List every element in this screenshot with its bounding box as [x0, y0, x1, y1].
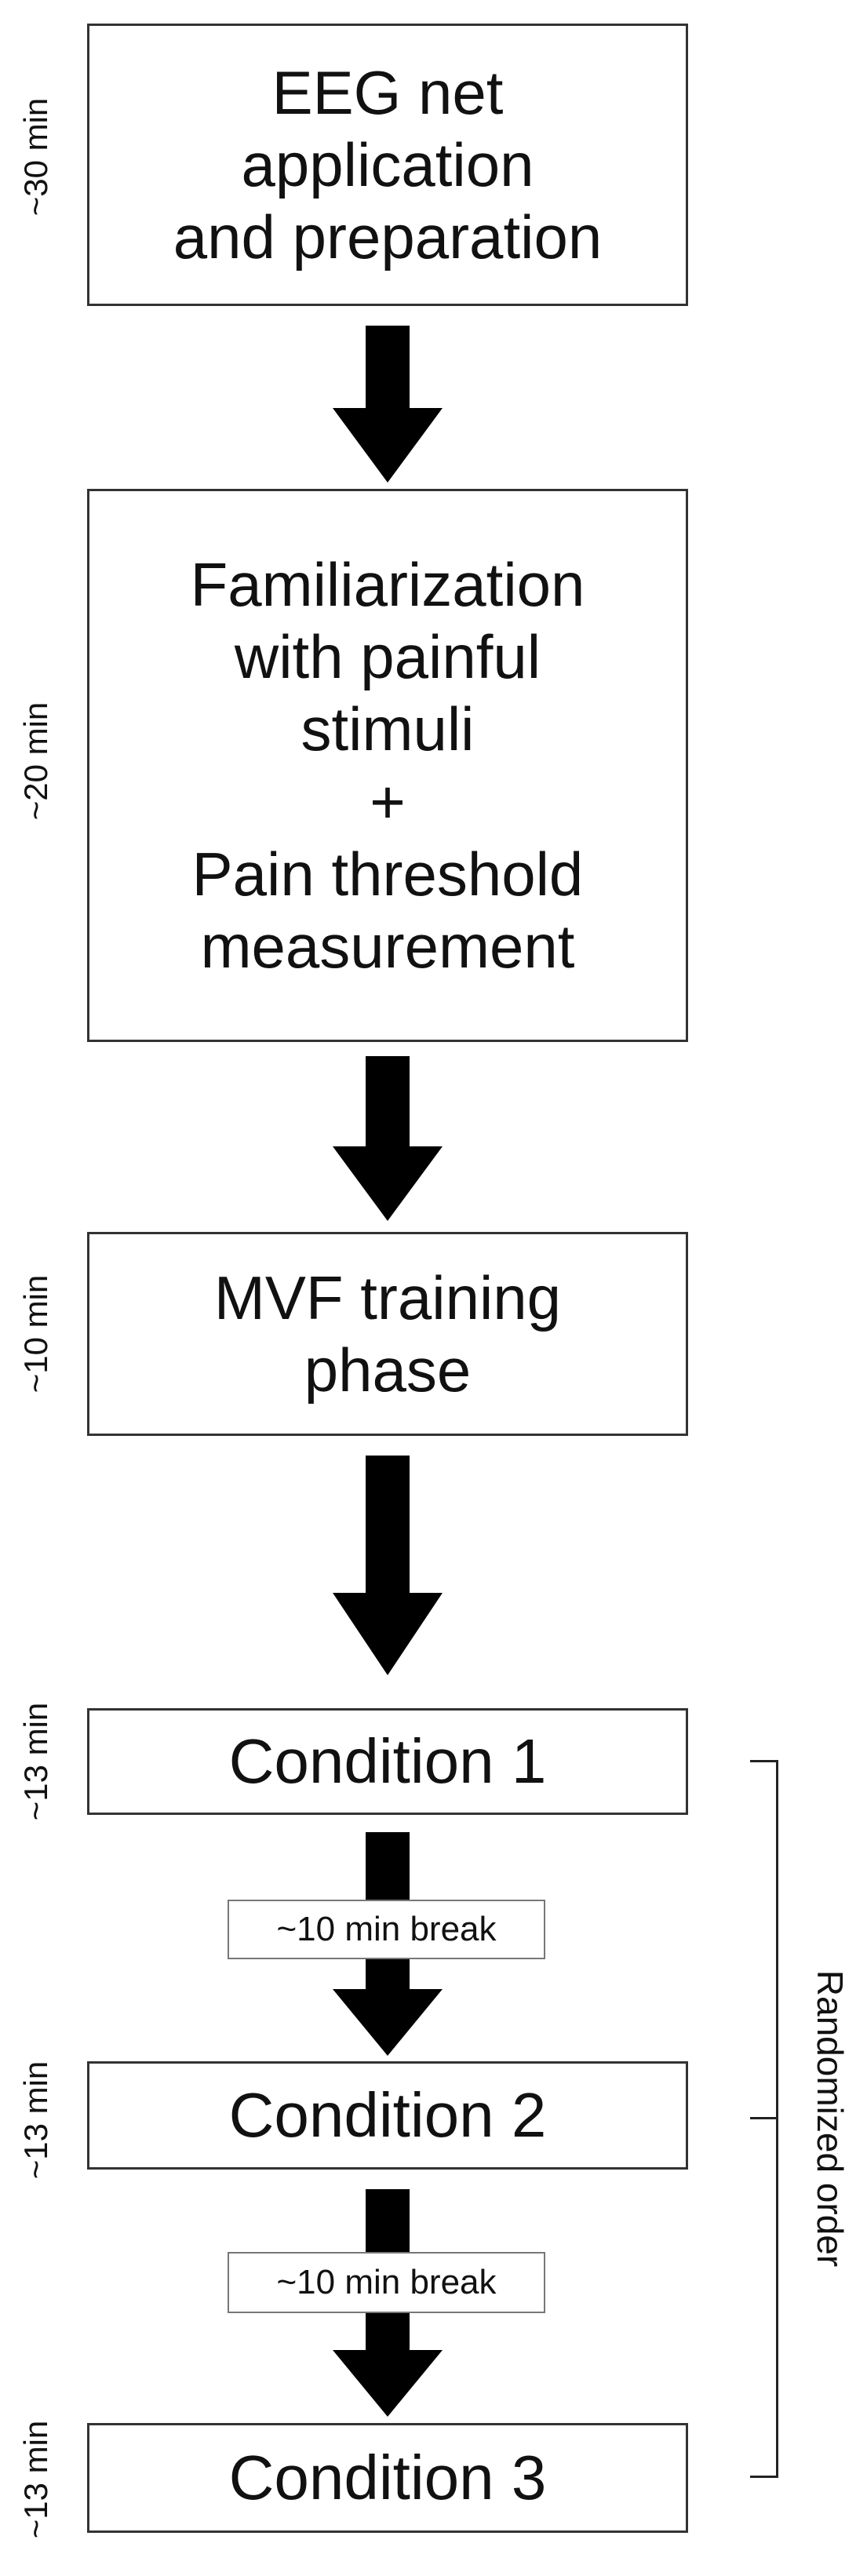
step-1-duration: ~30 min — [17, 97, 54, 217]
condition-2-duration: ~13 min — [17, 2060, 54, 2180]
step-3-label: MVF training phase — [213, 1262, 562, 1405]
randomized-order-label: Randomized order — [810, 1969, 851, 2268]
step-2-duration: ~20 min — [17, 701, 54, 821]
arrow-down-1 — [333, 326, 443, 483]
step-mvf-training-box: MVF training phase — [87, 1232, 688, 1436]
condition-3-label: Condition 3 — [228, 2442, 547, 2512]
bracket-mid-tick — [750, 2117, 778, 2119]
step-eeg-preparation-box: EEG net application and preparation — [87, 24, 688, 306]
break-1-label: ~10 min break — [228, 1900, 545, 1959]
step-familiarization-box: Familiarization with painful stimuli + P… — [87, 489, 688, 1042]
break-2-label: ~10 min break — [228, 2252, 545, 2313]
condition-1-duration: ~13 min — [17, 1702, 54, 1821]
condition-2-box: Condition 2 — [87, 2061, 688, 2170]
step-1-label: EEG net application and preparation — [173, 57, 603, 272]
arrow-down-3 — [333, 1456, 443, 1675]
condition-2-label: Condition 2 — [228, 2079, 547, 2150]
condition-1-box: Condition 1 — [87, 1708, 688, 1815]
step-3-duration: ~10 min — [17, 1274, 54, 1394]
step-2-label: Familiarization with painful stimuli + P… — [190, 550, 585, 981]
condition-3-duration: ~13 min — [17, 2420, 54, 2539]
condition-3-box: Condition 3 — [87, 2423, 688, 2533]
arrow-down-2 — [333, 1056, 443, 1221]
condition-1-label: Condition 1 — [228, 1725, 547, 1796]
